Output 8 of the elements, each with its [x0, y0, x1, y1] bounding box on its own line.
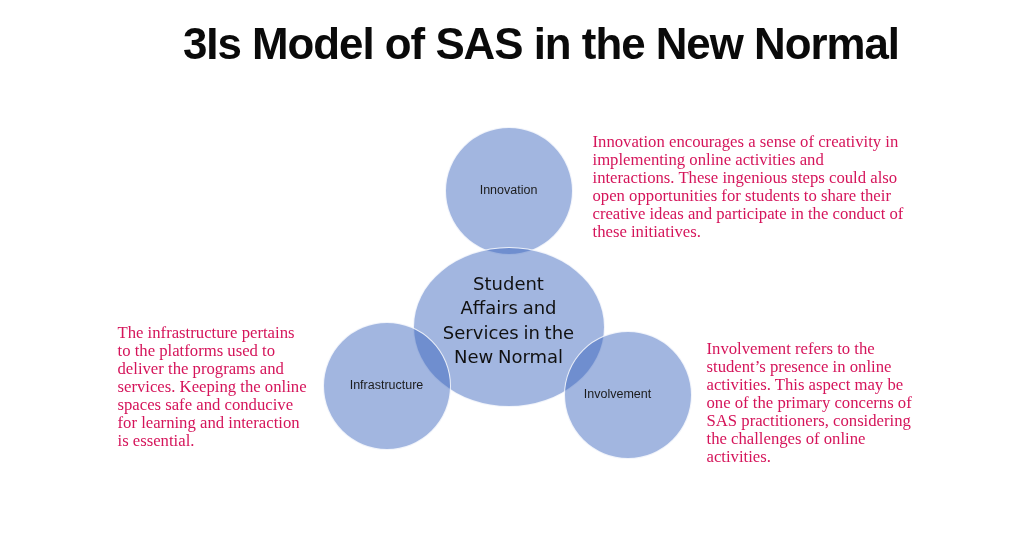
description-text: The infrastructure pertains to the platforms used to deliver the programs and services. Keeping the online spaces safe and conducive for learning and interaction is essential.	[117, 323, 308, 450]
description-text: Innovation encourages a sense of creativity in implementing online activities and interactions. These ingenious steps could also open opportunities for students to share their creative ideas and participate in the conduct of these initiatives.	[592, 132, 905, 241]
circle-label: Innovation	[478, 182, 539, 199]
circle-label: Involvement	[582, 386, 653, 403]
title: 3Is Model of SAS in the New Normal	[182, 18, 900, 70]
circle-label: Infrastructure	[348, 377, 425, 394]
circle-label: Student Affairs and Services in the New Normal	[442, 271, 575, 369]
description-text: Involvement refers to the student’s presence in online activities. This aspect may be one of the primary concerns of SAS practitioners, considering the challenges of online activities.	[706, 339, 913, 466]
